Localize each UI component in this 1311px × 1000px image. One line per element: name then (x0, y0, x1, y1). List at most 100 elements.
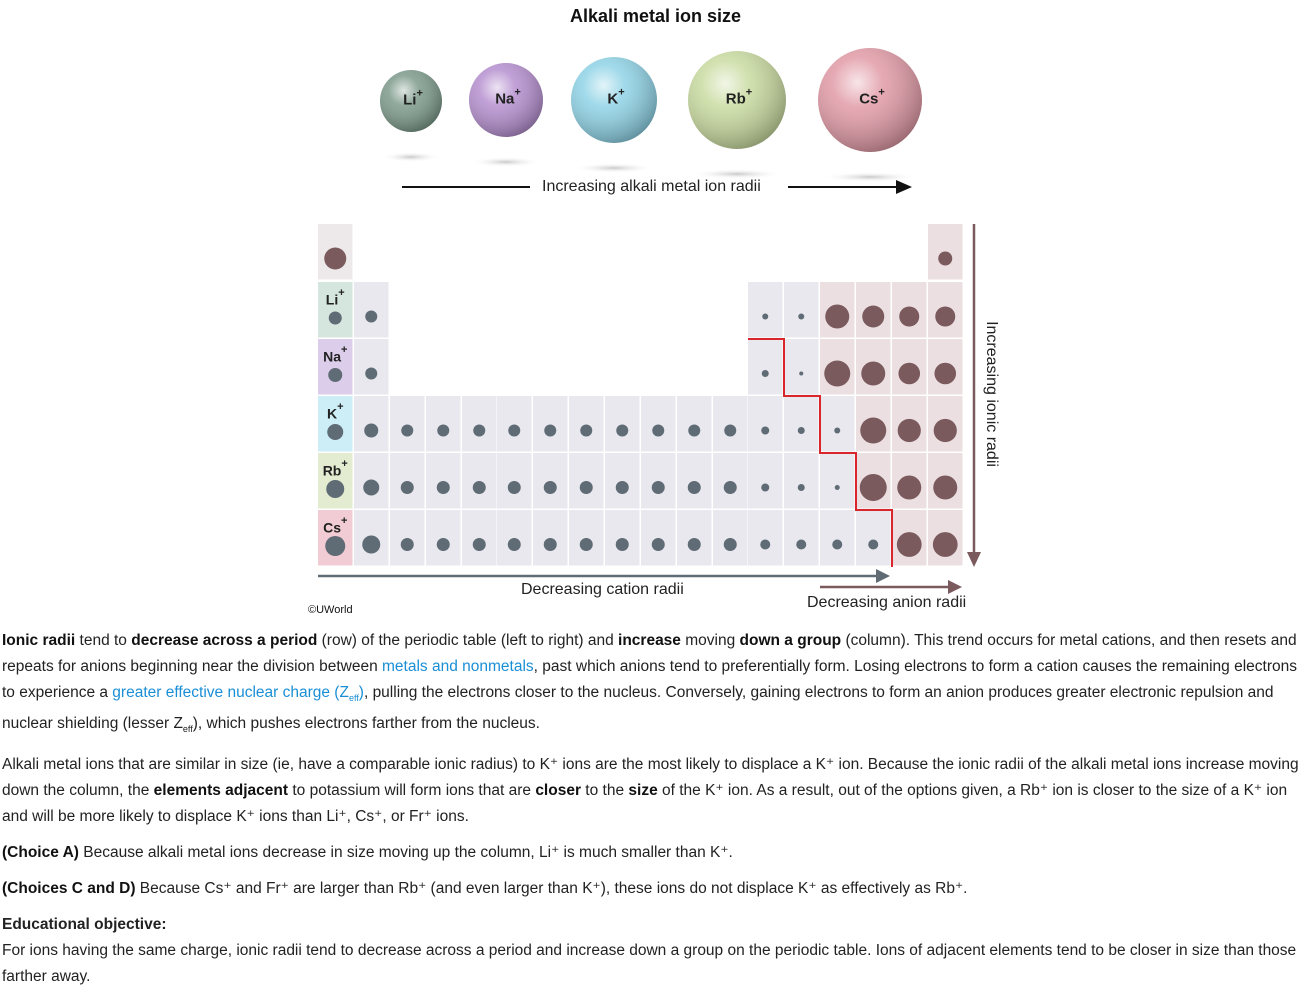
periodic-cell (318, 282, 353, 338)
cs-ion-sphere (818, 48, 922, 182)
periodic-cell (784, 453, 819, 509)
cation-dot (798, 313, 805, 320)
ion-symbol: Cs (859, 90, 879, 108)
choice-a-label: (Choice A) (2, 844, 79, 862)
cell-ion-symbol: K (326, 405, 338, 422)
anion-dot (897, 418, 921, 443)
periodic-cell (497, 453, 532, 509)
cation-dot (797, 427, 805, 434)
periodic-cell (713, 396, 748, 452)
cation-dot (797, 484, 805, 491)
periodic-cell (354, 339, 389, 395)
cation-arrow-head (876, 569, 890, 583)
periodic-cell (748, 453, 783, 509)
cation-dot (328, 311, 342, 325)
sphere-shadow (820, 172, 920, 182)
cation-dot (762, 313, 769, 320)
periodic-cell (318, 339, 353, 395)
sphere-shadow (573, 163, 655, 173)
cation-dot (687, 481, 701, 494)
anion-dot (938, 251, 953, 266)
text-span: , pulling the electrons closer to the nu… (2, 684, 1274, 733)
periodic-cell (318, 396, 353, 452)
cation-dot (651, 538, 665, 551)
k-ion-label: K+ (607, 86, 625, 108)
periodic-cell (533, 453, 568, 509)
anion-dot (899, 306, 920, 327)
li-cell-label: Li+ (326, 287, 345, 308)
anion-dot (896, 532, 922, 557)
cation-dot (761, 426, 770, 435)
cation-dot (327, 424, 344, 440)
rb-cell-label: Rb+ (323, 458, 348, 479)
periodic-cell (354, 282, 389, 338)
cation-dot (652, 424, 665, 437)
text-span: Alkali metal ions that are similar in si… (2, 756, 1299, 800)
sphere-shading (688, 51, 786, 149)
periodic-cell (784, 339, 819, 395)
periodic-cell (605, 510, 640, 566)
k-cell-label: K+ (326, 401, 344, 422)
anion-dot (860, 417, 887, 444)
periodic-cell (641, 453, 676, 509)
ion-charge: + (878, 86, 885, 99)
anion-dot (933, 418, 957, 443)
educational-objective-body: For ions having the same charge, ionic r… (2, 942, 1297, 986)
cation-dot (400, 481, 414, 494)
cell-ion-symbol: Cs (323, 519, 341, 536)
cation-dot (760, 539, 771, 550)
cation-dot (688, 424, 701, 437)
li-ion-sphere (380, 70, 442, 162)
text-span: of the K⁺ ion. As a result, out of the o… (2, 782, 1288, 826)
cation-dot (437, 424, 450, 437)
cation-dot (508, 424, 521, 437)
periodic-cell (426, 396, 461, 452)
periodic-cell (605, 396, 640, 452)
anion-dot (935, 306, 956, 327)
na-cell-label: Na+ (323, 344, 347, 365)
periodic-cell (569, 396, 604, 452)
text-span: to the (580, 782, 629, 800)
ion-symbol: Rb (725, 90, 746, 108)
ion-charge: + (618, 86, 625, 99)
cation-dot (761, 370, 769, 377)
copyright-notice: ©UWorld (308, 604, 353, 616)
sphere-shading (571, 57, 657, 143)
figure-title: Alkali metal ion size (569, 6, 742, 26)
cation-dot (616, 424, 629, 437)
cation-dot (363, 479, 380, 496)
paragraph-choices-c-d: (Choices C and D) Because Cs⁺ and Fr⁺ ar… (2, 876, 1307, 902)
cation-dot (326, 480, 345, 498)
cation-dot (328, 368, 343, 382)
cation-dot (436, 538, 450, 551)
periodic-cell (784, 282, 819, 338)
cation-dot (473, 424, 486, 437)
periodic-cell (426, 453, 461, 509)
cell-ion-symbol: Na (323, 348, 341, 365)
periodic-cell (820, 453, 855, 509)
na-ion-label: Na+ (495, 87, 521, 108)
cation-dot (580, 424, 593, 437)
cation-dot (832, 539, 843, 550)
metals-nonmetals-link[interactable]: metals and nonmetals (382, 658, 534, 675)
text-span: (column). This trend occurs for metal ca… (2, 632, 1297, 675)
anion-dot (933, 475, 958, 500)
periodic-cell (820, 510, 855, 566)
bold-down-a-group: down a group (739, 632, 842, 649)
link-subscript: eff (348, 693, 359, 704)
rb-ion-sphere (688, 51, 786, 179)
periodic-cell (713, 510, 748, 566)
paragraph-alkali: Alkali metal ions that are similar in si… (2, 752, 1307, 830)
periodic-cell (641, 396, 676, 452)
text-span: , past which anions tend to preferential… (2, 658, 1298, 701)
periodic-cell (677, 453, 712, 509)
cation-dot (400, 538, 414, 551)
cell-ion-charge: + (338, 287, 345, 299)
cation-dot (579, 481, 593, 494)
effective-nuclear-charge-link[interactable]: greater effective nuclear charge (Zeff) (112, 684, 364, 704)
cation-dot (472, 481, 486, 494)
ion-symbol: Na (495, 90, 515, 108)
na-ion-sphere (469, 63, 543, 167)
anion-dot (862, 305, 885, 328)
cation-dot (761, 483, 770, 492)
